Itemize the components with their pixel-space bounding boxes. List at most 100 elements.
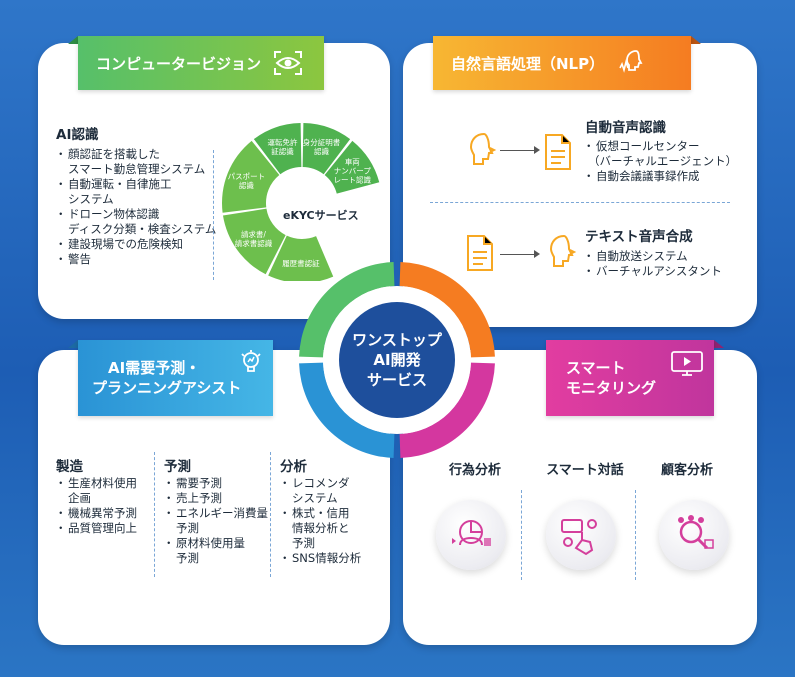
list-item: （バーチャルエージェント） [588, 154, 738, 168]
hub-ring-segment [399, 262, 495, 358]
sm-title-line2: モニタリング [566, 379, 657, 397]
list-item: スマート勤怠管理システム [68, 162, 206, 176]
arrow [500, 254, 536, 255]
list-item: 企画 [68, 491, 91, 505]
ring-segment [253, 123, 302, 175]
hub-circle: ワンストップ AI開発 サービス [323, 286, 471, 434]
ring-segment [324, 140, 380, 194]
hub-line3: サービス [366, 371, 427, 389]
forecast-title: 予測 [164, 459, 191, 475]
ribbon-fold [714, 340, 724, 348]
nlp-card [403, 43, 757, 327]
asr-list: 仮想コールセンター （バーチャルエージェント） 自動会議議事録作成 [583, 139, 738, 184]
ring-segment-label: 履歴書認証 [282, 258, 320, 268]
ring-segment-label: 身分証明書認識 [303, 137, 341, 156]
list-item: ドローン物体認識 [55, 207, 216, 222]
nlp-title: 自然言語処理（NLP） [451, 54, 605, 73]
list-item: 機械異常予測 [55, 506, 137, 521]
analytics-person-icon [452, 520, 491, 546]
nlp-ribbon: 自然言語処理（NLP） [433, 36, 691, 90]
list-item: 品質管理向上 [55, 521, 137, 536]
list-item: 自動運転・自律施工 [55, 177, 216, 192]
behavior-analysis-icon-circle [436, 500, 506, 570]
divider [430, 202, 730, 203]
divider [635, 490, 636, 580]
analysis-list: レコメンダ システム 株式・信用 情報分析と 予測 SNS情報分析 [279, 476, 361, 566]
ring-segment [268, 235, 334, 281]
hub-ring-segment [299, 262, 395, 358]
ring-segment [222, 140, 280, 213]
behavior-analysis-title: 行為分析 [448, 463, 501, 478]
list-item: 予測 [176, 521, 199, 535]
magnifier-users-icon [678, 515, 714, 550]
ring-segment-label: 請求書/請求書認識 [235, 229, 273, 248]
list-item: 原材料使用量 [163, 536, 268, 551]
forecast-list: 需要予測 売上予測 エネルギー消費量 予測 原材料使用量 予測 [163, 476, 268, 566]
ring-segment-label: 運転免許証認識 [267, 137, 297, 156]
hub-ring-segment [399, 362, 495, 458]
list-item: 情報分析と [292, 521, 350, 535]
sm-ribbon: スマート モニタリング [546, 340, 714, 416]
tts-list: 自動放送システム バーチャルアシスタント [583, 249, 722, 279]
list-item: 生産材料使用 [55, 476, 137, 491]
manufacturing-list: 生産材料使用 企画 機械異常予測 品質管理向上 [55, 476, 137, 536]
list-item: 需要予測 [163, 476, 268, 491]
hub-color-ring [299, 262, 495, 458]
divider [213, 150, 214, 280]
list-item: バーチャルアシスタント [583, 264, 722, 279]
list-item: 予測 [292, 536, 315, 550]
list-item: 自動放送システム [583, 249, 722, 264]
voice-head-icon [549, 235, 577, 267]
list-item: エネルギー消費量 [163, 506, 268, 521]
asr-title: 自動音声認識 [585, 120, 666, 136]
customer-analysis-title: 顧客分析 [660, 463, 713, 478]
ai-recognition-list: 顔認証を搭載した スマート勤怠管理システム 自動運転・自律施工 システム ドロー… [55, 147, 217, 267]
hub-label: ワンストップ AI開発 サービス [339, 302, 455, 418]
smart-dialogue-icon-circle [546, 500, 616, 570]
ring-segment [302, 123, 351, 175]
list-item: 予測 [176, 551, 199, 565]
voice-head-icon [469, 133, 497, 165]
list-item: 自動会議議事録作成 [583, 169, 737, 184]
hub-ring-segment [299, 362, 395, 458]
speaking-head-icon [619, 50, 643, 73]
idea-chart-icon [241, 350, 261, 372]
list-item: レコメンダ [279, 476, 361, 491]
arrow [500, 150, 536, 151]
document-icon [545, 134, 571, 170]
divider [521, 490, 522, 580]
document-icon [467, 235, 493, 271]
ai-ribbon: AI需要予測・ プランニングアシスト [78, 340, 273, 416]
ai-title-line1: AI需要予測・ [108, 359, 201, 377]
ring-segment-label: 車両ナンバープレート認識 [334, 156, 372, 184]
cv-title: コンピュータービジョン [96, 54, 262, 73]
ribbon-fold [68, 36, 78, 44]
manufacturing-title: 製造 [56, 459, 83, 475]
ring-segment [222, 208, 286, 275]
list-item: システム [292, 491, 338, 505]
sm-title-line1: スマート [566, 359, 626, 377]
list-item: 仮想コールセンター [583, 139, 737, 154]
tts-title: テキスト音声合成 [585, 229, 693, 245]
list-item: 顔認証を搭載した [55, 147, 216, 162]
ekyc-center-label: eKYCサービス [283, 209, 359, 222]
ribbon-fold [68, 340, 78, 348]
customer-analysis-icon-circle [659, 500, 729, 570]
monitor-play-icon [671, 351, 703, 376]
list-item: 株式・信用 [279, 506, 361, 521]
list-item: ディスク分類・検査システム [68, 222, 217, 236]
list-item: 警告 [55, 252, 216, 267]
analysis-title: 分析 [280, 459, 307, 475]
smart-dialogue-title: スマート対話 [546, 463, 624, 478]
list-item: 売上予測 [163, 491, 268, 506]
ribbon-fold [691, 36, 701, 44]
list-item: 建設現場での危険検知 [55, 237, 216, 252]
list-item: SNS情報分析 [279, 551, 361, 566]
eye-scan-icon [274, 51, 303, 75]
ai-recognition-title: AI認識 [56, 127, 99, 143]
cv-ribbon: コンピュータービジョン [78, 36, 324, 90]
divider [270, 452, 271, 577]
divider [154, 452, 155, 577]
touch-chat-icon [561, 519, 597, 556]
ai-title-line2: プランニングアシスト [92, 379, 242, 397]
